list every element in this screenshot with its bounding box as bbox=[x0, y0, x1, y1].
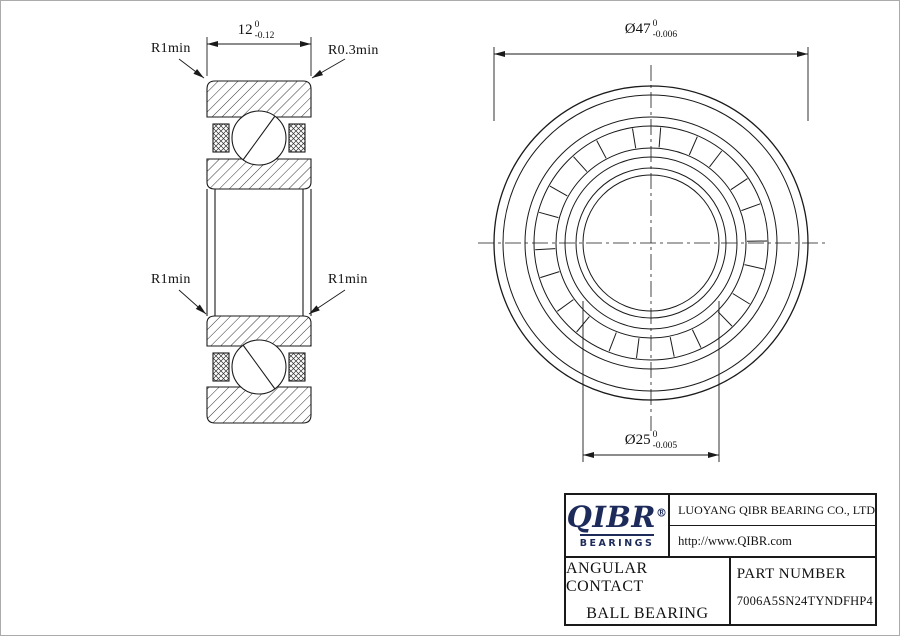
part-number-label: PART NUMBER bbox=[736, 566, 846, 582]
product-type-cell: ANGULAR CONTACT BALL BEARING bbox=[566, 558, 731, 624]
section-view bbox=[206, 80, 312, 424]
company-website: http://www.QIBR.com bbox=[678, 533, 792, 548]
seal-crosshatch bbox=[212, 123, 230, 153]
product-type-line2: BALL BEARING bbox=[586, 604, 709, 622]
dimension-lines bbox=[178, 37, 809, 462]
centerlines bbox=[478, 65, 825, 431]
contact-angle-line-bottom bbox=[242, 344, 276, 390]
seal-crosshatch bbox=[212, 352, 230, 382]
leader-r1min-top-left bbox=[178, 58, 205, 79]
fillet-label-top-left: R1min bbox=[151, 41, 191, 56]
title-block-header-row: QIBR® BEARINGS LUOYANG QIBR BEARING CO.,… bbox=[566, 495, 875, 558]
logo-wordmark: QIBR® bbox=[566, 499, 668, 534]
company-info-cell: LUOYANG QIBR BEARING CO., LTD http://www… bbox=[670, 495, 875, 556]
dim-width-label: 12 0 -0.12 bbox=[206, 20, 306, 41]
fillet-label-mid-left: R1min bbox=[151, 272, 191, 287]
part-number-cell: PART NUMBER 7006A5SN24TYNDFHP4 bbox=[731, 558, 875, 624]
title-block: QIBR® BEARINGS LUOYANG QIBR BEARING CO.,… bbox=[564, 493, 877, 626]
leader-r03min-top-right bbox=[311, 58, 346, 79]
front-view bbox=[493, 85, 809, 401]
registered-trademark-icon: ® bbox=[656, 505, 668, 519]
fillet-label-top-right: R0.3min bbox=[328, 43, 379, 58]
cage-pockets bbox=[535, 127, 768, 359]
dim-outer-diameter-tolerance: 0 -0.006 bbox=[652, 19, 678, 40]
company-name: LUOYANG QIBR BEARING CO., LTD bbox=[670, 495, 875, 526]
seal-crosshatch bbox=[288, 123, 306, 153]
leader-r1min-mid-right bbox=[308, 289, 346, 315]
dim-bore-diameter-tolerance: 0 -0.005 bbox=[652, 430, 678, 451]
dim-bore-diameter-value: Ø25 bbox=[624, 432, 651, 449]
leader-r1min-mid-left bbox=[178, 289, 207, 315]
company-logo: QIBR® BEARINGS bbox=[566, 495, 671, 556]
logo-subtitle: BEARINGS bbox=[579, 533, 655, 549]
part-number-value: 7006A5SN24TYNDFHP4 bbox=[736, 594, 873, 608]
title-block-detail-row: ANGULAR CONTACT BALL BEARING PART NUMBER… bbox=[566, 558, 875, 624]
fillet-label-mid-right: R1min bbox=[328, 272, 368, 287]
product-type-line1: ANGULAR CONTACT bbox=[566, 559, 648, 595]
dim-outer-diameter-label: Ø47 0 -0.006 bbox=[589, 19, 713, 40]
dim-bore-diameter-label: Ø25 0 -0.005 bbox=[589, 430, 713, 451]
dim-width-tolerance: 0 -0.12 bbox=[254, 20, 275, 41]
dim-outer-diameter-value: Ø47 bbox=[624, 21, 651, 38]
contact-angle-line-top bbox=[242, 115, 276, 161]
seal-crosshatch bbox=[288, 352, 306, 382]
dim-width-value: 12 bbox=[237, 22, 253, 39]
